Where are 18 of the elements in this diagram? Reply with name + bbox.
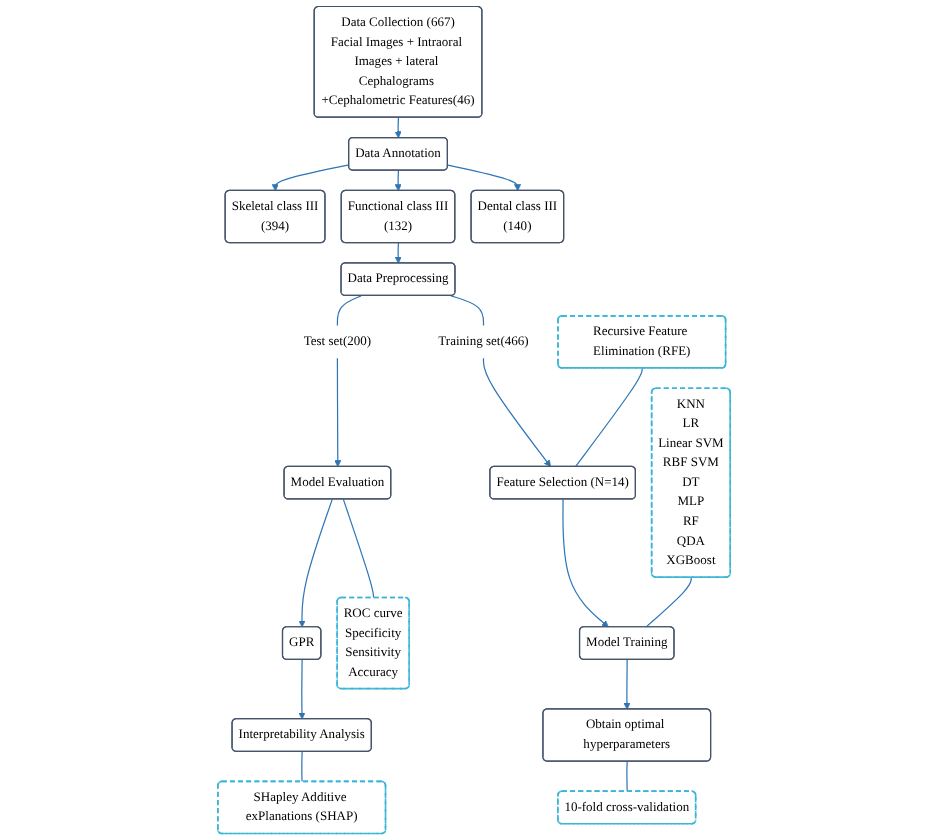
arrow xyxy=(298,659,306,720)
arrow xyxy=(298,498,333,628)
connector xyxy=(645,576,692,628)
connector xyxy=(626,760,628,793)
connector xyxy=(450,295,485,327)
connector xyxy=(342,498,375,599)
arrow xyxy=(482,357,552,468)
arrow xyxy=(623,659,631,710)
arrow xyxy=(394,117,402,139)
connector xyxy=(574,367,643,468)
connector xyxy=(301,751,303,783)
arrow xyxy=(271,164,350,192)
arrow xyxy=(394,169,402,192)
arrow xyxy=(334,357,342,468)
arrow xyxy=(562,498,609,628)
arrow xyxy=(447,164,522,192)
connector xyxy=(336,295,362,327)
arrow xyxy=(394,242,402,264)
